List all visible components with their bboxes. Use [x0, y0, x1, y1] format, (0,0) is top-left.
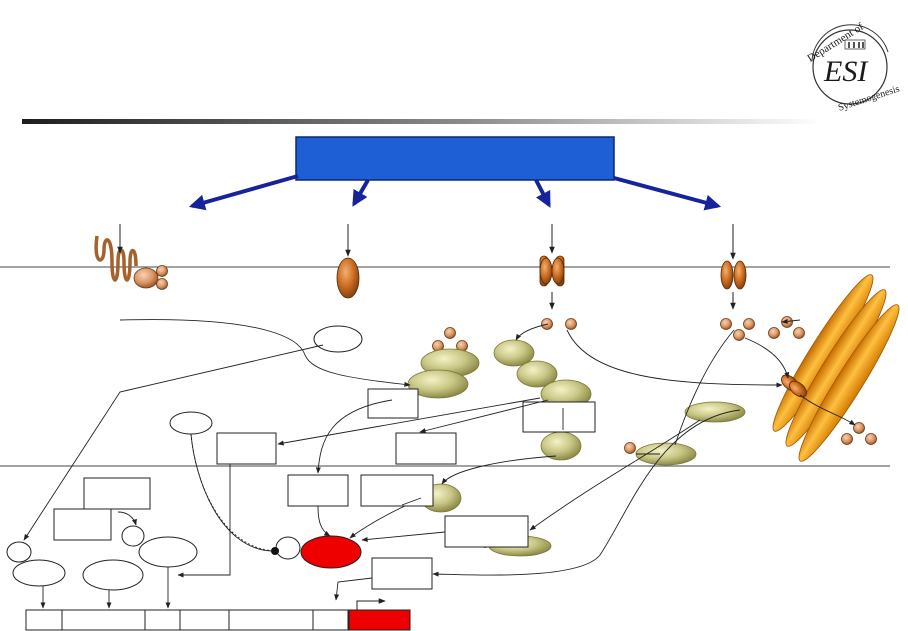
- logo-bottom-text: Systemogenesis: [837, 84, 901, 114]
- gpcr-receptor: [94, 235, 168, 290]
- header-divider: [22, 119, 822, 124]
- target-transcription-factor: [300, 535, 362, 569]
- pathway-arrows: [188, 174, 722, 211]
- dna-promoter-strip: [25, 609, 411, 631]
- transcription-start-arrow: [356, 598, 386, 610]
- cytoskeleton-fibers: [772, 274, 900, 462]
- dimer-receptor-right: [720, 260, 747, 290]
- connector-arrows: [23, 318, 856, 609]
- title-banner: [295, 136, 615, 181]
- pathway-boxes: [53, 388, 596, 590]
- department-logo: Department of ESI Systemogenesis: [805, 21, 901, 114]
- target-gene-segment: [348, 609, 411, 631]
- dimer-receptor-left: [539, 255, 565, 287]
- fiber-anchor: [781, 374, 807, 398]
- membrane-channel: [336, 257, 360, 299]
- building-icon: [844, 39, 866, 50]
- logo-center-text: ESI: [823, 55, 869, 88]
- ligand-arrows: [117, 224, 736, 310]
